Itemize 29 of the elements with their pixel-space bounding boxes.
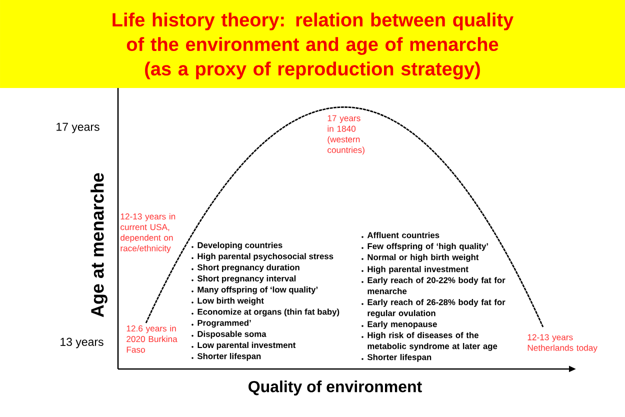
bullet-item: Early reach of 20-22% body fat for menarche <box>362 277 506 294</box>
axis-title: Age at menarche <box>90 173 108 318</box>
bullet-item: Developing countries <box>192 242 282 250</box>
title-banner: Life history theory: relation between quality of the environment and age of menarche (as a proxy of reproduction strategy) <box>0 0 625 88</box>
bullet-item: Early reach of 26-28% body fat for regular ovulation <box>362 299 506 318</box>
bullet-item: Low birth weight <box>192 298 264 306</box>
tick-label: 13 years <box>60 338 104 348</box>
annotation-text: 12.6 years in 2020 Burkina Faso <box>126 325 178 353</box>
bullet-item: Shorter lifespan <box>192 353 261 361</box>
bullet-item: Shorter lifespan <box>362 354 432 362</box>
bullet-item: High parental psychosocial stress <box>192 253 334 261</box>
bullet-item: High risk of diseases of the metabolic syndrome at later age <box>362 332 498 351</box>
bullet-item: High parental investment <box>362 266 468 274</box>
tick-label: 17 years <box>56 122 100 134</box>
annotation-text: 12-13 years Netherlands today <box>528 334 598 353</box>
bullet-item: Economize at organs (thin fat baby) <box>192 308 340 316</box>
bullet-item: Few offspring of ‘high quality’ <box>362 243 488 251</box>
bullet-item: Affluent countries <box>362 232 440 238</box>
bullet-item: Low parental investment <box>192 342 296 350</box>
bullet-item: Many offspring of ‘low quality’ <box>192 286 318 294</box>
annotation-text: 17 years in 1840 (western countries) <box>328 115 364 155</box>
bullet-item: Short pregnancy duration <box>192 264 300 272</box>
bullet-item: Normal or high birth weight <box>362 254 479 262</box>
axis-title: Quality of environment <box>248 380 422 396</box>
bullet-item: Early menopause <box>362 321 437 329</box>
annotation-text: 12-13 years in current USA, dependent on race/ethnicity <box>120 213 176 253</box>
bullet-item: Short pregnancy interval <box>192 275 296 284</box>
bullet-item: Programmed’ <box>192 320 251 328</box>
bullet-item: Disposable soma <box>192 330 266 339</box>
